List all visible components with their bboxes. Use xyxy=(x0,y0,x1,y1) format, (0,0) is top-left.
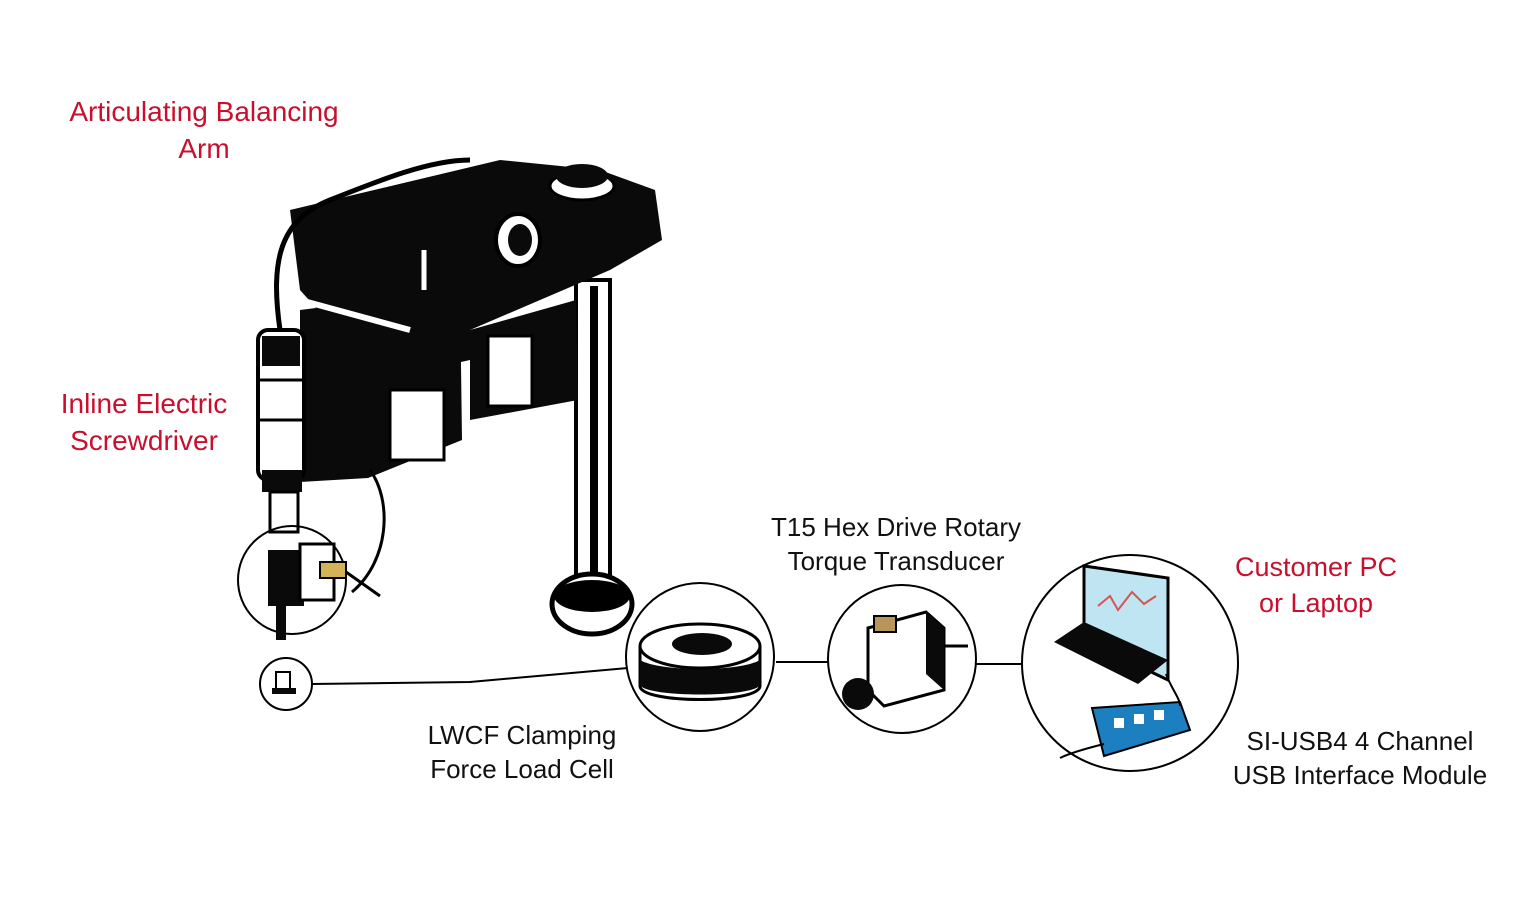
label-loadcell-line1: LWCF Clamping xyxy=(427,720,617,750)
load-cell-icon xyxy=(638,622,762,701)
usb-module-icon xyxy=(1059,673,1192,759)
label-screwdriver-line1: Inline Electric xyxy=(60,388,228,419)
label-pc-line2: or Laptop xyxy=(1258,587,1374,618)
transducer-detail-circle xyxy=(237,525,347,635)
label-load-cell: LWCF Clamping Force Load Cell xyxy=(402,718,642,787)
connector-fastener-to-loadcell xyxy=(311,667,629,685)
label-customer-pc: Customer PC or Laptop xyxy=(1216,550,1416,621)
label-loadcell-line2: Force Load Cell xyxy=(430,754,614,785)
label-articulating-arm: Articulating Balancing Arm xyxy=(44,94,364,168)
label-arm-line2: Arm xyxy=(178,132,230,164)
label-usb-line1: SI-USB4 4 Channel xyxy=(1246,726,1474,756)
label-torque-transducer: T15 Hex Drive Rotary Torque Transducer xyxy=(736,510,1056,579)
label-arm-line1: Articulating Balancing xyxy=(69,96,339,127)
label-torque-line1: T15 Hex Drive Rotary xyxy=(771,512,1021,542)
label-usb-module: SI-USB4 4 Channel USB Interface Module xyxy=(1210,724,1510,793)
label-usb-line2: USB Interface Module xyxy=(1232,760,1488,791)
mini-transducer-icon xyxy=(268,542,381,640)
label-inline-screwdriver: Inline Electric Screwdriver xyxy=(40,386,248,460)
torque-transducer-icon xyxy=(842,610,968,710)
label-pc-line1: Customer PC xyxy=(1234,552,1398,582)
label-torque-line2: Torque Transducer xyxy=(787,546,1005,577)
connection-lines xyxy=(311,661,1024,685)
fastener-icon xyxy=(272,671,296,694)
balancing-arm-illustration xyxy=(274,157,662,637)
screwdriver-icon xyxy=(256,328,306,534)
label-screwdriver-line2: Screwdriver xyxy=(70,424,218,456)
